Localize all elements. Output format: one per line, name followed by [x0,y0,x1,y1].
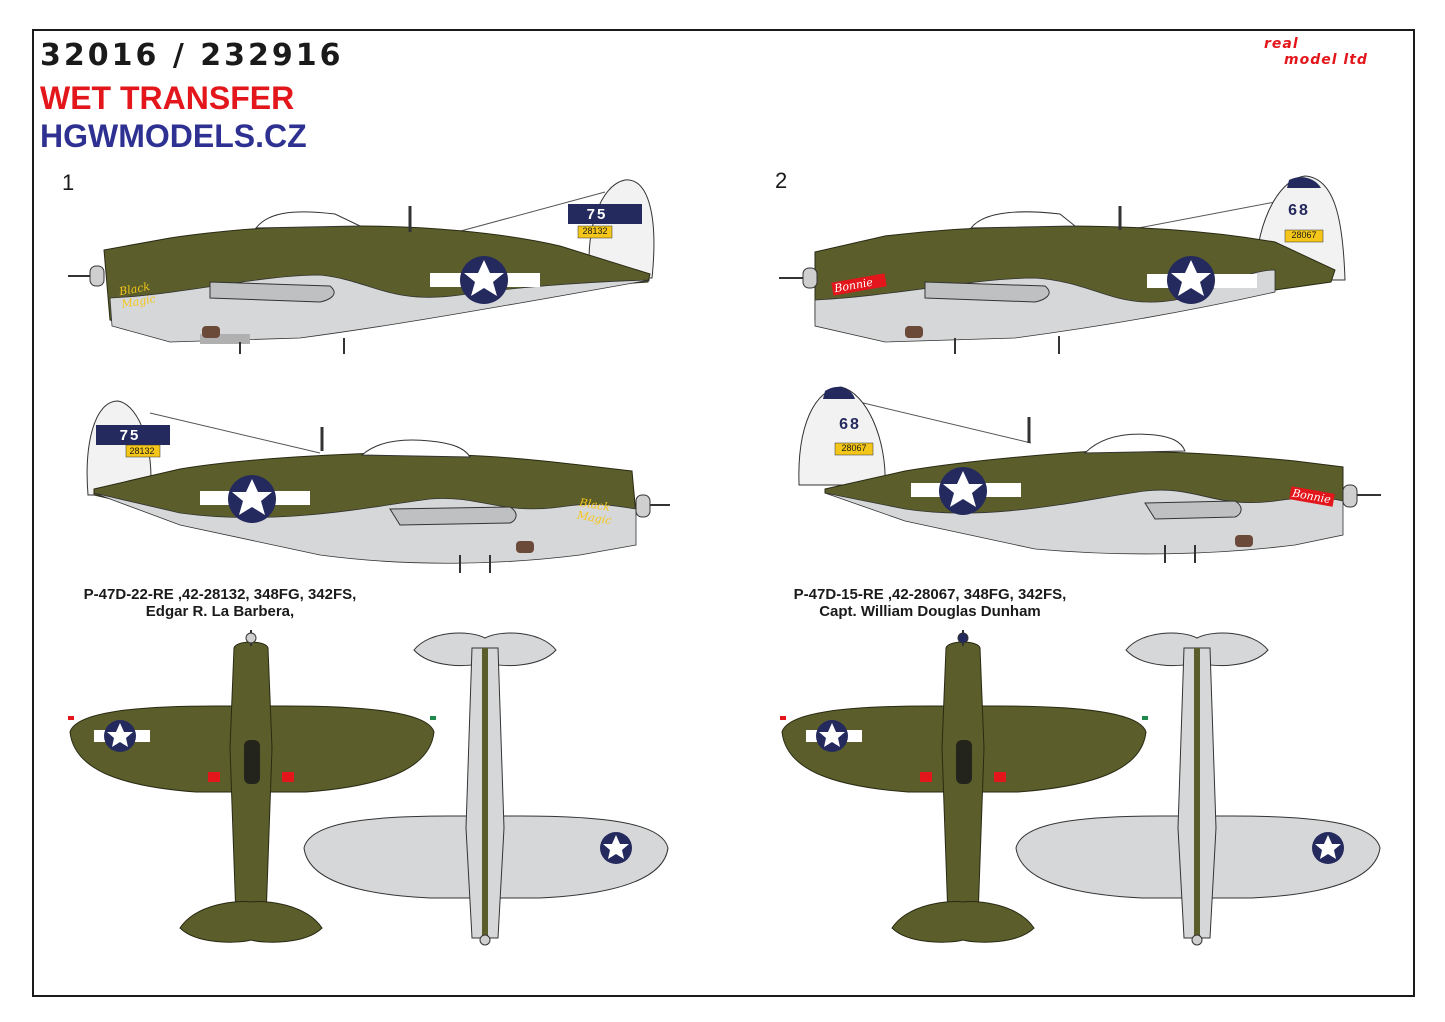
transfer-type: WET TRANSFER [40,80,295,116]
profile-1-tail-serial: 28132 [582,226,608,236]
profile-2-caption-line-1: P-47D-15-RE ,42-28067, 348FG, 342FS, [793,586,1067,603]
logo-line-1: real [1264,36,1299,52]
real-model-logo: real model ltd [1258,36,1403,76]
profile-2-caption: P-47D-15-RE ,42-28067, 348FG, 342FS, Cap… [770,586,1090,620]
profile-1-caption-line-2: Edgar R. La Barbera, [145,603,295,620]
profile-1-caption: P-47D-22-RE ,42-28132, 348FG, 342FS, Edg… [60,586,380,620]
profile-2-right-tail-serial: 28067 [841,443,867,453]
website-link[interactable]: HGWMODELS.CZ [40,118,307,154]
profile-2-tail-code: 68 [1288,202,1310,219]
profile-2-right-side-view [798,386,1381,563]
profile-2-caption-line-2: Capt. William Douglas Dunham [819,603,1041,620]
profile-1-top-view [68,630,436,943]
profile-1-bottom-view [303,632,669,946]
profile-1-right-side-view [86,400,670,573]
profile-2-number: 2 [775,168,788,193]
profile-2-top-view [780,630,1148,943]
profile-2-tail-serial: 28067 [1291,230,1317,240]
profile-1-right-tail-code: 75 [119,427,141,444]
profile-1-right-tail-serial: 28132 [129,446,155,456]
profile-2-right-tail-code: 68 [839,416,861,433]
profile-2-bottom-view [1015,632,1381,946]
profile-1-number: 1 [62,170,75,195]
profile-1-caption-line-1: P-47D-22-RE ,42-28132, 348FG, 342FS, [83,586,357,603]
logo-line-2: model ltd [1284,52,1368,68]
sheet-border [32,29,1415,997]
profile-1-left-side-view [68,179,655,354]
profile-2-left-side-view [779,175,1346,354]
product-code: 32016 / 232916 [40,38,344,73]
profile-1-tail-code: 75 [586,206,608,223]
